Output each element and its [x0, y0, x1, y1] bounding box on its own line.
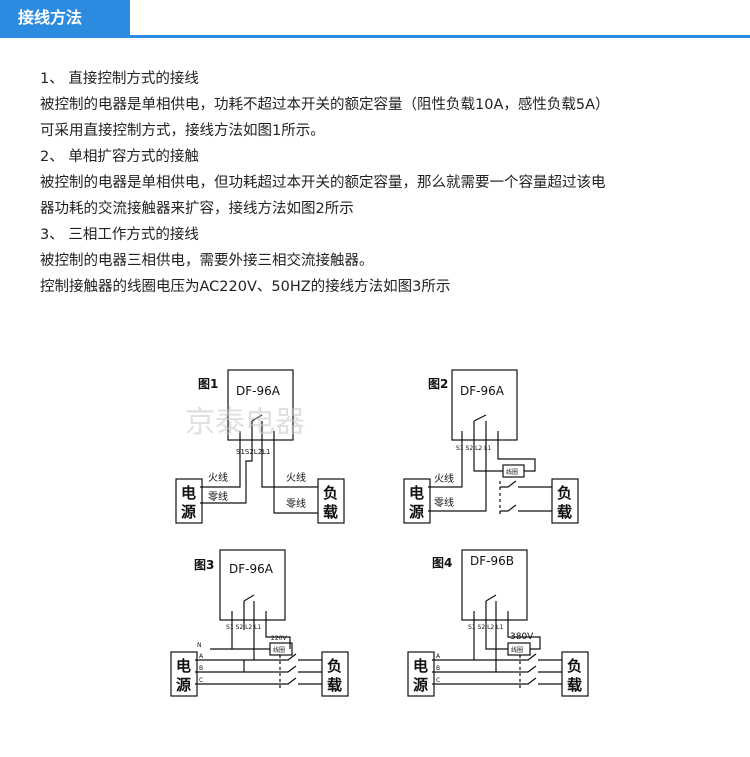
- fig4-voltage: 380V: [510, 632, 534, 642]
- paragraph-3-line-1: 被控制的电器三相供电，需要外接三相交流接触器。: [40, 253, 374, 269]
- wiring-diagrams: 京泰电器 图1 DF-96A S1S2L2L1 火线 零线 火线 零线 电 源 …: [0, 355, 750, 753]
- fig3-source-char-2: 源: [176, 676, 191, 694]
- fig3-coil-label: 线圈: [273, 646, 285, 654]
- fig1-live-label: 火线: [208, 471, 228, 484]
- fig3-terminals: S1 S2 L2 L1: [226, 624, 261, 631]
- fig1-source-char-2: 源: [181, 503, 196, 521]
- fig4-load-char-2: 载: [567, 676, 582, 694]
- section-header: 接线方法: [0, 0, 750, 38]
- figure-2: [403, 369, 579, 524]
- fig1-source-char-1: 电: [181, 484, 196, 502]
- fig4-model: DF-96B: [470, 554, 514, 568]
- fig2-switch-box: [451, 369, 518, 441]
- fig3-load-char-2: 载: [327, 676, 342, 694]
- fig1-load: [317, 478, 345, 524]
- fig1-load-char-2: 载: [323, 503, 338, 521]
- fig2-model: DF-96A: [460, 384, 505, 398]
- fig4-load: [561, 651, 589, 697]
- fig1-neutral-label-right: 零线: [286, 497, 306, 510]
- paragraph-3-heading: 3、 三相工作方式的接线: [40, 227, 199, 243]
- paragraph-2-line-1: 被控制的电器是单相供电，但功耗超过本开关的额定容量，那么就需要一个容量超过该电: [40, 175, 606, 191]
- fig4-phase-b: B: [436, 665, 440, 672]
- fig3-load-char-1: 负: [327, 657, 342, 675]
- fig4-source-char-2: 源: [413, 676, 428, 694]
- fig2-load-char-1: 负: [557, 484, 572, 502]
- fig2-load: [551, 478, 579, 524]
- fig1-load-char-1: 负: [323, 484, 338, 502]
- fig2-power-source: [403, 478, 431, 524]
- fig1-power-source: [175, 478, 203, 524]
- fig3-load: [321, 651, 349, 697]
- fig3-phase-b: B: [199, 665, 203, 672]
- fig4-terminals: S1 S2 L2 L1: [468, 624, 503, 631]
- fig3-power-source: [170, 651, 198, 697]
- fig1-neutral-label: 零线: [208, 490, 228, 503]
- fig2-load-char-2: 载: [557, 503, 572, 521]
- fig4-phase-c: C: [436, 677, 440, 684]
- fig2-source-char-1: 电: [409, 484, 424, 502]
- fig3-model: DF-96A: [229, 562, 274, 576]
- watermark-text: 京泰电器: [185, 405, 305, 440]
- fig3-source-char-1: 电: [176, 657, 191, 675]
- fig3-phase-n: N: [197, 642, 202, 649]
- fig2-live-label: 火线: [434, 472, 454, 485]
- fig2-label: 图2: [428, 377, 448, 391]
- fig4-coil-label: 线圈: [511, 646, 523, 654]
- fig4-load-char-1: 负: [567, 657, 582, 675]
- paragraph-1-line-1: 被控制的电器是单相供电，功耗不超过本开关的额定容量（阻性负载10A，感性负载5A…: [40, 97, 610, 113]
- fig2-source-char-2: 源: [409, 503, 424, 521]
- paragraph-3-line-2: 控制接触器的线圈电压为AC220V、50HZ的接线方法如图3所示: [40, 279, 451, 295]
- fig1-model: DF-96A: [236, 384, 281, 398]
- fig4-label: 图4: [432, 556, 452, 570]
- fig3-switch-box: [219, 549, 286, 621]
- section-title: 接线方法: [0, 0, 130, 38]
- fig4-power-source: [407, 651, 435, 697]
- fig1-label: 图1: [198, 377, 218, 391]
- instructions-text: 1、 直接控制方式的接线 被控制的电器是单相供电，功耗不超过本开关的额定容量（阻…: [40, 66, 730, 300]
- header-underline: [0, 35, 750, 38]
- figure-4: [407, 549, 589, 697]
- paragraph-2-line-2: 器功耗的交流接触器来扩容，接线方法如图2所示: [40, 201, 354, 217]
- fig2-neutral-label: 零线: [434, 496, 454, 509]
- paragraph-1-line-2: 可采用直接控制方式，接线方法如图1所示。: [40, 123, 325, 139]
- fig3-phase-a: A: [199, 653, 204, 660]
- fig4-switch-box: [461, 549, 528, 621]
- fig3-voltage: 220V: [271, 635, 287, 642]
- fig1-switch-box: [227, 369, 294, 441]
- fig2-coil-label: 线圈: [506, 468, 518, 476]
- fig4-phase-a: A: [436, 653, 441, 660]
- fig1-live-label-right: 火线: [286, 471, 306, 484]
- figure-3: [170, 549, 349, 697]
- figure-1: [175, 369, 345, 524]
- fig4-source-char-1: 电: [413, 657, 428, 675]
- fig3-label: 图3: [194, 558, 214, 572]
- fig2-terminals: S1 S2 L2 L1: [456, 445, 491, 452]
- fig3-phase-c: C: [199, 677, 203, 684]
- paragraph-2-heading: 2、 单相扩容方式的接触: [40, 149, 199, 165]
- fig1-terminals: S1S2L2L1: [236, 448, 271, 456]
- paragraph-1-heading: 1、 直接控制方式的接线: [40, 71, 199, 87]
- wiring-diagrams-svg: 京泰电器 图1 DF-96A S1S2L2L1 火线 零线 火线 零线 电 源 …: [170, 369, 589, 697]
